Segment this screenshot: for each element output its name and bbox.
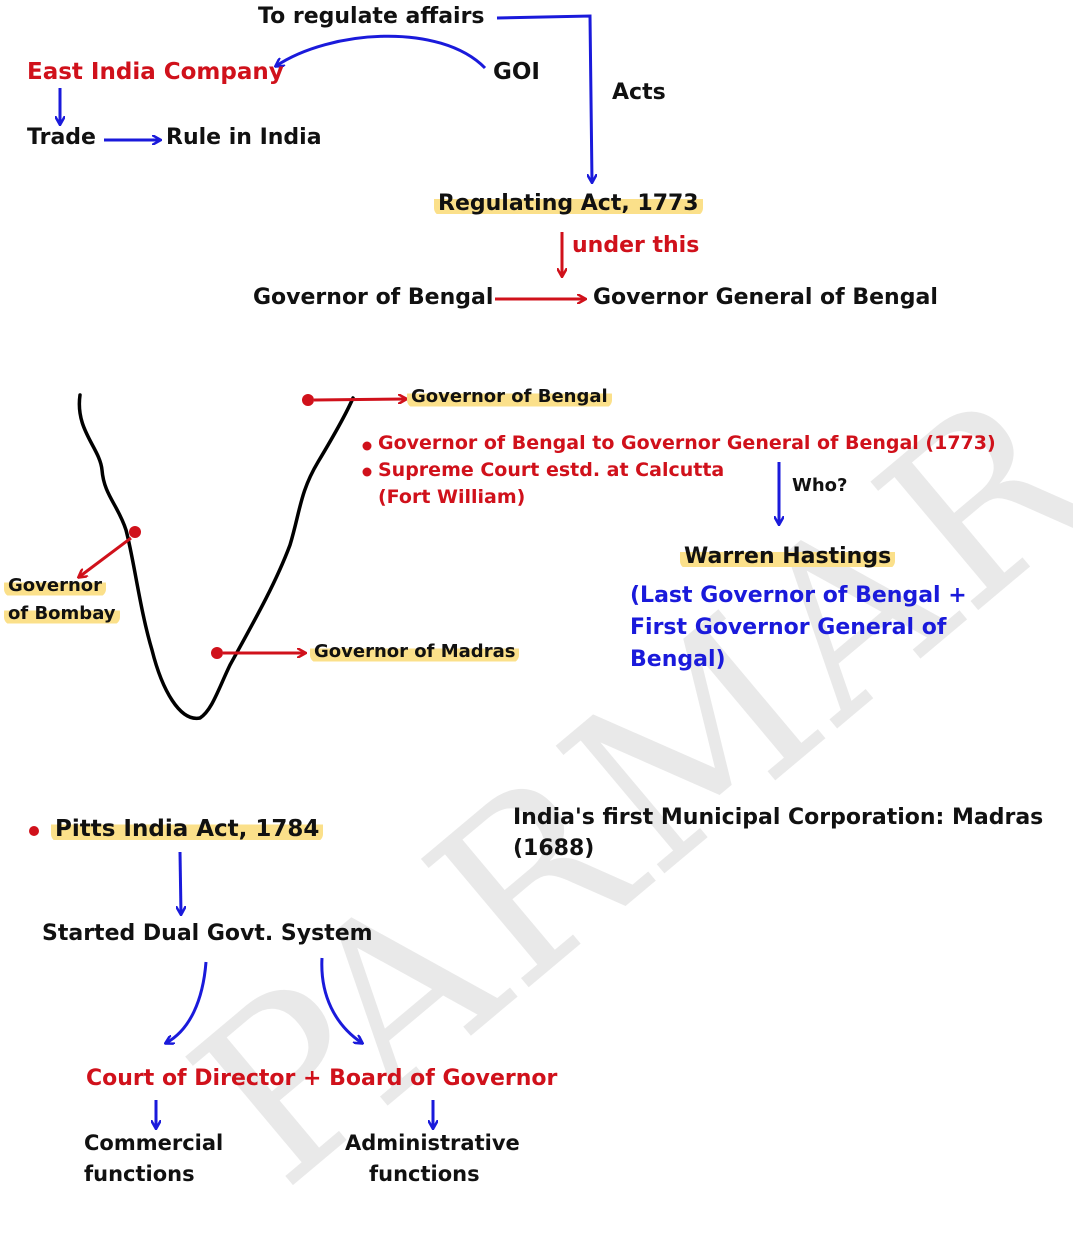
regulating-act-heading: Regulating Act, 1773 — [434, 191, 703, 217]
bullet-fort-william: (Fort William) — [378, 486, 526, 508]
arrow-pitts-to-dual — [180, 851, 181, 914]
arrow-to-gov-bengal — [313, 399, 406, 400]
who-text: Who? — [792, 475, 848, 496]
diagram-arrows — [29, 14, 1073, 1190]
bengal-dot — [302, 394, 314, 406]
madras-dot — [211, 647, 223, 659]
warren-hastings-heading: Warren Hastings — [680, 544, 896, 570]
arrow-dual-to-court — [166, 961, 208, 1043]
regulate-affairs-text: To regulate affairs — [258, 4, 485, 29]
bullet-supreme-court: Supreme Court estd. at Calcutta — [378, 459, 725, 481]
pitts-bullet-dot — [29, 826, 39, 836]
arrow-to-gov-bombay — [79, 536, 132, 577]
governor-of-bengal-text: Governor of Bengal — [253, 285, 494, 310]
gov-madras-label: Governor of Madras — [310, 641, 520, 663]
warren-desc-line3: Bengal) — [630, 647, 726, 672]
gov-bombay-label-line2: of Bombay — [4, 603, 120, 625]
bullet-dot-1 — [362, 441, 372, 451]
east-india-company-text: East India Company — [27, 59, 284, 85]
under-this-text: under this — [572, 233, 700, 258]
commercial-line1: Commercial — [84, 1131, 224, 1155]
administrative-line2: functions — [369, 1162, 480, 1186]
gov-bombay-label-line1: Governor — [4, 575, 107, 597]
rule-in-india-text: Rule in India — [166, 125, 322, 150]
pitts-india-act-heading: Pitts India Act, 1784 — [51, 816, 324, 843]
administrative-line1: Administrative — [345, 1131, 520, 1155]
map-gov-bengal-label: Governor of Bengal — [407, 386, 612, 408]
arrow-goi-to-eic — [276, 34, 487, 70]
acts-text: Acts — [612, 80, 666, 105]
municipal-corporation-line1: India's first Municipal Corporation: Mad… — [513, 805, 1044, 830]
arrow-regulate-to-acts — [496, 14, 592, 182]
trade-text: Trade — [27, 125, 96, 150]
bombay-dot — [129, 526, 141, 538]
warren-desc-line1: (Last Governor of Bengal + — [630, 583, 967, 608]
arrow-dual-to-board — [320, 957, 362, 1043]
bullet-gov-to-gg: Governor of Bengal to Governor General o… — [378, 432, 996, 454]
warren-desc-line2: First Governor General of — [630, 615, 947, 640]
bullet-dot-2 — [362, 467, 372, 477]
dual-govt-system-text: Started Dual Govt. System — [42, 921, 373, 946]
commercial-line2: functions — [84, 1162, 195, 1186]
governor-general-of-bengal-text: Governor General of Bengal — [593, 285, 938, 310]
municipal-corporation-line2: (1688) — [513, 836, 595, 861]
india-coast-outline — [77, 393, 355, 720]
court-board-text: Court of Director + Board of Governor — [86, 1066, 558, 1091]
goi-text: GOI — [493, 59, 540, 85]
